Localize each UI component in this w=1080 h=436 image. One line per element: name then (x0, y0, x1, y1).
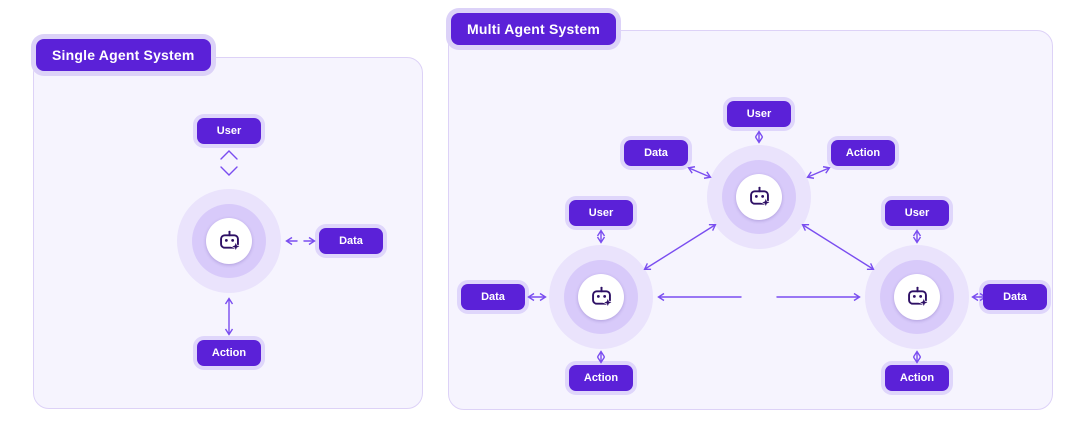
data-badge-label: Data (1003, 291, 1027, 303)
single-agent-arrows (220, 150, 316, 336)
left-user-badge: User (569, 200, 633, 226)
right-data-badge: Data (983, 284, 1047, 310)
user-badge-label: User (216, 125, 242, 137)
top-action-arrow (806, 166, 831, 179)
single-agent-panel-title: Single Agent System (36, 39, 211, 71)
chevron-up-icon (220, 150, 238, 160)
robot-sparkle-icon (736, 174, 782, 220)
chevron-down-icon (220, 166, 238, 176)
action-badge-label: Action (211, 347, 247, 359)
multi-agent-arrows (527, 130, 987, 364)
right-action-badge: Action (885, 365, 949, 391)
robot-sparkle-icon (894, 274, 940, 320)
agent-node (177, 189, 281, 293)
user-badge-label: User (904, 207, 930, 219)
top-user-badge: User (727, 101, 791, 127)
left-action-badge: Action (569, 365, 633, 391)
data-badge: Data (319, 228, 383, 254)
top-right-agent-link (801, 223, 875, 271)
data-badge-label: Data (644, 147, 668, 159)
single-agent-panel: User Data Action (33, 57, 423, 409)
robot-sparkle-icon (206, 218, 252, 264)
action-badge: Action (197, 340, 261, 366)
data-badge-label: Data (481, 291, 505, 303)
agent-node-top (707, 145, 811, 249)
action-badge-label: Action (583, 372, 619, 384)
top-left-agent-link (643, 223, 717, 271)
robot-sparkle-icon (578, 274, 624, 320)
left-data-badge: Data (461, 284, 525, 310)
right-user-badge: User (885, 200, 949, 226)
top-data-badge: Data (624, 140, 688, 166)
user-badge: User (197, 118, 261, 144)
top-data-arrow (687, 166, 712, 179)
agent-node-left (549, 245, 653, 349)
multi-agent-panel: User Data Action User Data Action User D… (448, 30, 1053, 410)
action-badge-label: Action (899, 372, 935, 384)
multi-agent-panel-title: Multi Agent System (451, 13, 616, 45)
top-action-badge: Action (831, 140, 895, 166)
agent-node-right (865, 245, 969, 349)
user-badge-label: User (588, 207, 614, 219)
action-badge-label: Action (845, 147, 881, 159)
data-badge-label: Data (339, 235, 363, 247)
user-badge-label: User (746, 108, 772, 120)
